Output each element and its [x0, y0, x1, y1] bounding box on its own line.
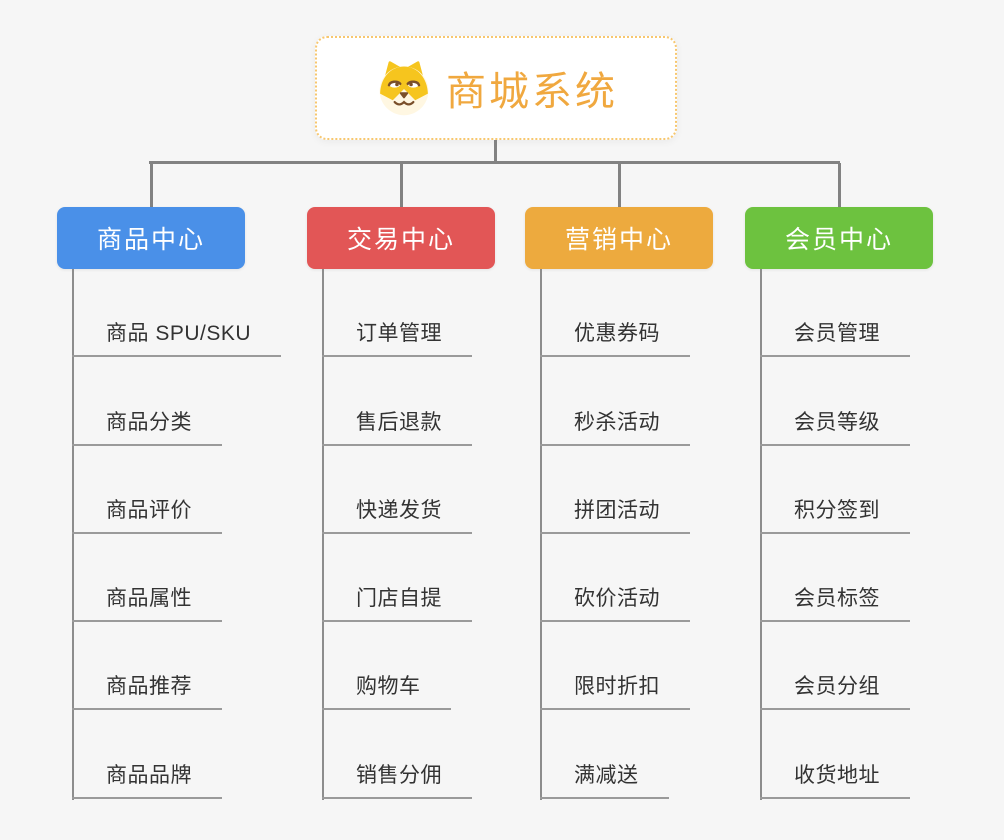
leaf-node[interactable]: 会员等级 [760, 406, 910, 446]
connector-horizontal-bar [149, 161, 840, 164]
list-item: 会员标签 [760, 534, 910, 623]
connector-root-stem [494, 140, 497, 164]
branch-item-list: 商品 SPU/SKU 商品分类 商品评价 商品属性 商品推荐 商品品牌 [72, 269, 282, 799]
leaf-node[interactable]: 收货地址 [760, 759, 910, 799]
list-item: 商品品牌 [72, 710, 281, 799]
list-item: 快递发货 [322, 446, 472, 534]
connector-branch-drop [399, 163, 403, 207]
list-item: 会员等级 [760, 357, 910, 446]
branch-column-3: 会员中心 会员管理 会员等级 积分签到 会员标签 会员分组 收货地址 [745, 163, 933, 800]
connector-branch-drop [617, 163, 621, 207]
leaf-node[interactable]: 快递发货 [322, 494, 472, 534]
leaf-node[interactable]: 门店自提 [322, 582, 472, 623]
list-item: 满减送 [540, 710, 690, 799]
branch-header-label: 营销中心 [564, 226, 673, 254]
leaf-node[interactable]: 满减送 [540, 759, 669, 799]
list-item: 门店自提 [322, 534, 472, 623]
leaf-node[interactable]: 会员分组 [760, 670, 910, 711]
leaf-node[interactable]: 商品属性 [72, 582, 222, 623]
connector-branch-drop [149, 163, 153, 207]
list-item: 收货地址 [760, 710, 910, 799]
branch-header-2[interactable]: 营销中心 [525, 207, 713, 269]
list-item: 购物车 [322, 622, 472, 711]
leaf-node[interactable]: 砍价活动 [540, 582, 690, 623]
branch-header-3[interactable]: 会员中心 [745, 207, 933, 269]
branch-header-label: 商品中心 [96, 226, 205, 254]
branch-item-list: 订单管理 售后退款 快递发货 门店自提 购物车 销售分佣 [322, 269, 472, 799]
list-item: 秒杀活动 [540, 357, 690, 446]
leaf-node[interactable]: 秒杀活动 [540, 406, 690, 446]
branch-trunk-line [760, 269, 762, 800]
leaf-node[interactable]: 购物车 [322, 670, 451, 711]
root-title: 商城系统 [446, 70, 618, 114]
list-item: 售后退款 [322, 357, 472, 446]
list-item: 销售分佣 [322, 710, 472, 799]
list-item: 优惠券码 [540, 269, 690, 358]
branch-column-1: 交易中心 订单管理 售后退款 快递发货 门店自提 购物车 销售分佣 [307, 163, 495, 800]
branch-item-list: 会员管理 会员等级 积分签到 会员标签 会员分组 收货地址 [760, 269, 910, 799]
list-item: 积分签到 [760, 446, 910, 534]
leaf-node[interactable]: 销售分佣 [322, 759, 472, 799]
branch-header-label: 会员中心 [784, 226, 893, 254]
list-item: 会员管理 [760, 269, 910, 358]
list-item: 限时折扣 [540, 622, 690, 711]
leaf-node[interactable]: 商品评价 [72, 494, 222, 534]
branch-column-2: 营销中心 优惠券码 秒杀活动 拼团活动 砍价活动 限时折扣 满减送 [525, 163, 713, 800]
branch-header-0[interactable]: 商品中心 [57, 207, 245, 269]
list-item: 会员分组 [760, 622, 910, 711]
leaf-node[interactable]: 会员标签 [760, 582, 910, 623]
leaf-node[interactable]: 积分签到 [760, 494, 910, 534]
shiba-dog-icon [374, 59, 434, 117]
branch-trunk-line [322, 269, 324, 800]
leaf-node[interactable]: 售后退款 [322, 406, 472, 446]
leaf-node[interactable]: 拼团活动 [540, 494, 690, 534]
branch-trunk-line [72, 269, 74, 800]
leaf-node[interactable]: 订单管理 [322, 317, 472, 358]
list-item: 拼团活动 [540, 446, 690, 534]
branch-trunk-line [540, 269, 542, 800]
leaf-node[interactable]: 优惠券码 [540, 317, 690, 358]
root-node[interactable]: 商城系统 [315, 36, 677, 140]
list-item: 商品推荐 [72, 622, 281, 711]
leaf-node[interactable]: 商品品牌 [72, 759, 222, 799]
branch-item-list: 优惠券码 秒杀活动 拼团活动 砍价活动 限时折扣 满减送 [540, 269, 690, 799]
list-item: 商品属性 [72, 534, 281, 623]
leaf-node[interactable]: 商品分类 [72, 406, 222, 446]
leaf-node[interactable]: 限时折扣 [540, 670, 690, 711]
leaf-node[interactable]: 商品推荐 [72, 670, 222, 711]
connector-branch-drop [837, 163, 841, 207]
branch-column-0: 商品中心 商品 SPU/SKU 商品分类 商品评价 商品属性 商品推荐 商品品牌 [57, 163, 282, 800]
list-item: 商品评价 [72, 446, 281, 534]
leaf-node[interactable]: 商品 SPU/SKU [72, 317, 282, 358]
list-item: 商品 SPU/SKU [72, 269, 282, 358]
list-item: 订单管理 [322, 269, 472, 358]
leaf-node[interactable]: 会员管理 [760, 317, 910, 358]
branch-header-label: 交易中心 [346, 226, 455, 254]
branch-header-1[interactable]: 交易中心 [307, 207, 495, 269]
list-item: 砍价活动 [540, 534, 690, 623]
list-item: 商品分类 [72, 357, 281, 446]
